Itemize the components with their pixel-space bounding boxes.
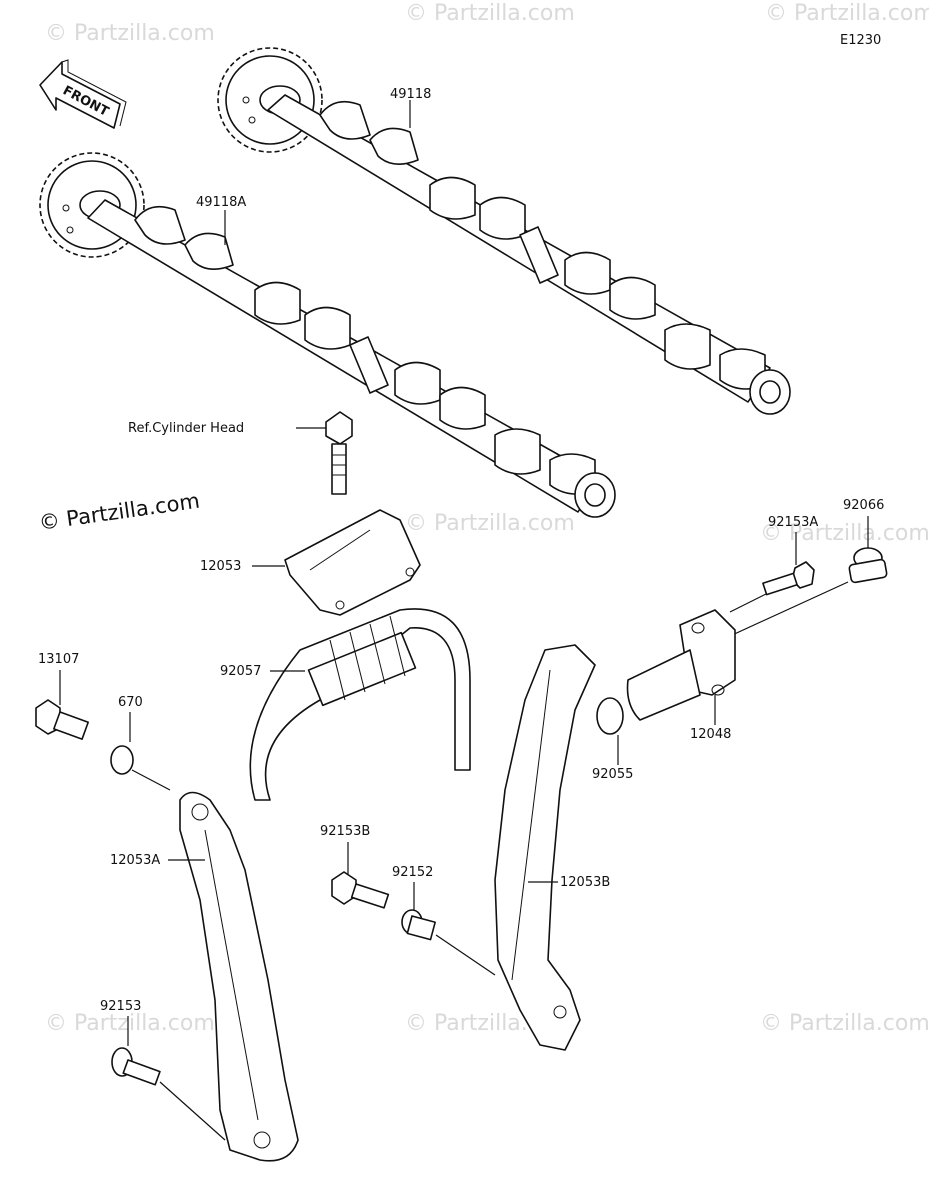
- camshaft-49118A: [39, 152, 616, 518]
- plug-icon: [848, 547, 888, 584]
- pivot-bolt-icon: [35, 699, 89, 740]
- label-92057: 92057: [220, 664, 261, 679]
- chain-tensioner-12048: [626, 609, 736, 721]
- watermark-layer: © Partzilla.com © Partzilla.com © Partzi…: [45, 1, 929, 1036]
- watermark: © Partzilla.com: [405, 511, 575, 536]
- bolt-icon: [325, 411, 353, 495]
- watermark: © Partzilla.com: [760, 521, 929, 546]
- label-12048: 12048: [690, 727, 731, 742]
- bolt-icon: [111, 1047, 161, 1086]
- label-12053B: 12053B: [560, 875, 610, 890]
- label-92153: 92153: [100, 999, 141, 1014]
- collar-icon: [401, 909, 436, 941]
- label-92153B: 92153B: [320, 824, 370, 839]
- diagram-code: E1230: [840, 33, 881, 48]
- label-92153A: 92153A: [768, 515, 818, 530]
- front-arrow-icon: FRONT: [39, 59, 127, 129]
- bolt-icon: [762, 561, 815, 596]
- watermark: © Partzilla.com: [760, 1011, 929, 1036]
- timing-chain-92057: [249, 608, 471, 801]
- watermark: © Partzilla.com: [45, 1011, 215, 1036]
- label-49118A: 49118A: [196, 195, 246, 210]
- chain-guide-12053A: [179, 791, 299, 1162]
- o-ring-icon: [110, 745, 134, 775]
- ref-cylinder-head-label: Ref.Cylinder Head: [128, 421, 244, 436]
- label-12053: 12053: [200, 559, 241, 574]
- chain-guide-12053: [284, 509, 421, 616]
- watermark: © Partzilla.com: [765, 1, 929, 26]
- partzilla-watermark: © Partzilla.com: [37, 489, 201, 535]
- o-ring-icon: [596, 697, 624, 735]
- label-12053A: 12053A: [110, 853, 160, 868]
- watermark: © Partzilla.com: [405, 1, 575, 26]
- label-13107: 13107: [38, 652, 79, 667]
- label-49118: 49118: [390, 87, 431, 102]
- label-670: 670: [118, 695, 143, 710]
- bolt-icon: [331, 871, 390, 909]
- camshaft-49118: [217, 47, 791, 415]
- watermark: © Partzilla.com: [45, 21, 215, 46]
- chain-guide-12053B: [494, 644, 596, 1051]
- cam-sprocket-icon: [217, 47, 323, 153]
- label-92066: 92066: [843, 498, 884, 513]
- label-92152: 92152: [392, 865, 433, 880]
- label-92055: 92055: [592, 767, 633, 782]
